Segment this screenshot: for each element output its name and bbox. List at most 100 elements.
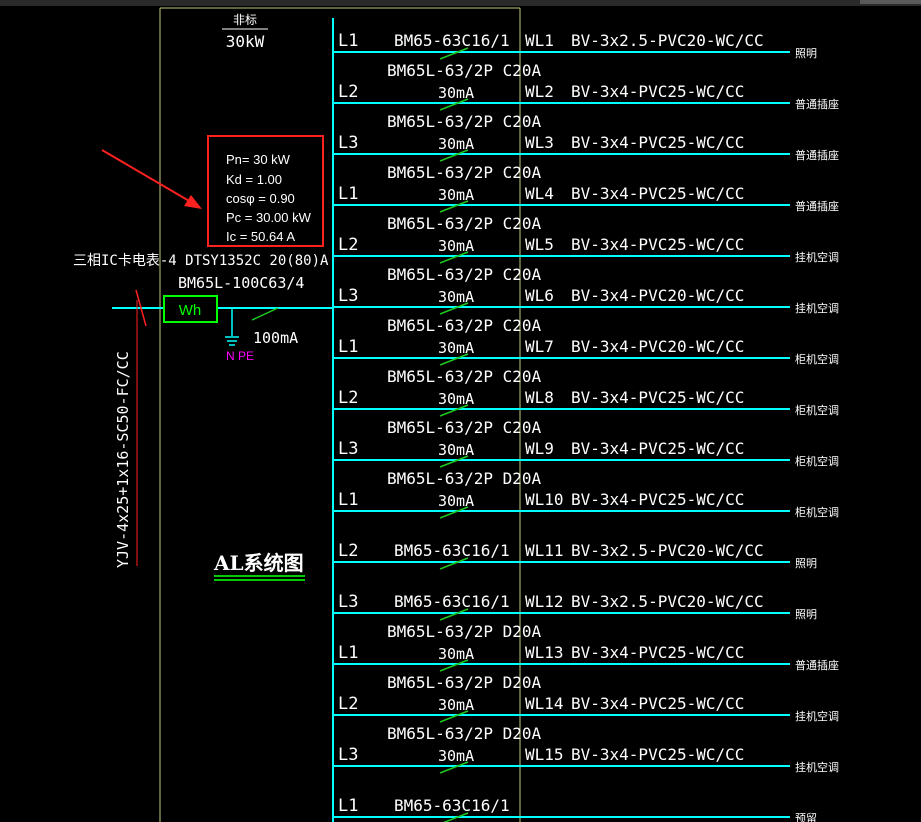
circuit-phase: L1 (338, 796, 358, 816)
circuit-breaker: BM65L-63/2P D20A (387, 724, 541, 743)
circuit-load: 照明 (795, 47, 817, 60)
breaker-contact[interactable] (439, 557, 469, 570)
circuit-rcd: 30mA (438, 84, 474, 102)
circuit-phase: L1 (338, 31, 358, 51)
breaker-contact[interactable] (439, 251, 469, 264)
main-breaker-contact[interactable] (251, 307, 279, 321)
breaker-contact[interactable] (439, 608, 469, 621)
breaker-contact[interactable] (439, 455, 469, 468)
circuit-load: 普通插座 (795, 148, 839, 162)
circuit-id: WL15 (525, 745, 564, 764)
circuit-load: 挂机空调 (795, 709, 839, 723)
breaker-contact[interactable] (439, 98, 469, 111)
header-power: 30kW (226, 32, 265, 51)
circuit-id: WL5 (525, 235, 554, 254)
circuit-rcd: 30mA (438, 645, 474, 663)
circuit-id: WL7 (525, 337, 554, 356)
circuit-breaker: BM65L-63/2P C20A (387, 214, 541, 233)
circuit-id: WL9 (525, 439, 554, 458)
circuit-id: WL3 (525, 133, 554, 152)
circuit-id: WL4 (525, 184, 554, 203)
circuit-cable: BV-3x4-PVC25-WC/CC (571, 388, 744, 407)
circuit-load: 照明 (795, 608, 817, 621)
circuit-phase: L2 (338, 235, 358, 255)
circuit-load: 普通插座 (795, 97, 839, 111)
calc-pc: Pc = 30.00 kW (226, 210, 312, 225)
circuit-cable: BV-3x4-PVC25-WC/CC (571, 184, 744, 203)
breaker-contact[interactable] (439, 710, 469, 723)
calc-ic: Ic = 50.64 A (226, 229, 295, 244)
circuit-load: 照明 (795, 557, 817, 570)
circuit-cable: BV-3x2.5-PVC20-WC/CC (571, 31, 764, 50)
breaker-contact[interactable] (439, 761, 469, 774)
circuit-rcd: 30mA (438, 492, 474, 510)
circuit-phase: L3 (338, 439, 358, 459)
circuit-id: WL8 (525, 388, 554, 407)
circuit-breaker: BM65L-63/2P D20A (387, 469, 541, 488)
calc-cos: cosφ = 0.90 (226, 191, 295, 206)
circuit-rcd: 30mA (438, 186, 474, 204)
breaker-contact[interactable] (439, 353, 469, 366)
circuit-load: 挂机空调 (795, 250, 839, 264)
circuit-breaker: BM65-63C16/1 (394, 796, 510, 815)
circuit-id: WL10 (525, 490, 564, 509)
circuit-load: 柜机空调 (795, 352, 839, 366)
circuit-cable: BV-3x4-PVC25-WC/CC (571, 133, 744, 152)
circuit-load: 柜机空调 (795, 454, 839, 468)
circuit-breaker: BM65L-63/2P C20A (387, 61, 541, 80)
circuit-breaker: BM65L-63/2P D20A (387, 673, 541, 692)
breaker-contact[interactable] (440, 812, 469, 822)
breaker-contact[interactable] (439, 149, 469, 162)
leakage-label: 100mA (253, 329, 298, 347)
annotation-arrow (101, 149, 197, 206)
circuit-cable: BV-3x4-PVC25-WC/CC (571, 490, 744, 509)
viewer-top-bar (0, 0, 921, 6)
circuit-rcd: 30mA (438, 441, 474, 459)
incoming-tick (135, 289, 147, 327)
circuit-breaker: BM65L-63/2P C20A (387, 163, 541, 182)
calc-box (207, 135, 324, 247)
circuit-load: 挂机空调 (795, 760, 839, 774)
breaker-contact[interactable] (439, 404, 469, 417)
circuit-phase: L3 (338, 592, 358, 612)
circuit-breaker: BM65L-63/2P C20A (387, 367, 541, 386)
circuit-load: 普通插座 (795, 199, 839, 213)
circuit-breaker: BM65L-63/2P D20A (387, 622, 541, 641)
circuit-rcd: 30mA (438, 339, 474, 357)
circuit-rcd: 30mA (438, 288, 474, 306)
viewer-top-strip (860, 0, 921, 4)
circuit-id: WL13 (525, 643, 564, 662)
breaker-contact[interactable] (439, 47, 469, 60)
circuit-phase: L3 (338, 133, 358, 153)
circuit-rcd: 30mA (438, 390, 474, 408)
circuit-cable: BV-3x4-PVC25-WC/CC (571, 643, 744, 662)
circuit-cable: BV-3x4-PVC20-WC/CC (571, 286, 744, 305)
energy-meter[interactable] (163, 295, 218, 323)
circuit-breaker: BM65L-63/2P C20A (387, 112, 541, 131)
breaker-contact[interactable] (439, 302, 469, 315)
energy-meter-label: Wh (179, 302, 202, 319)
breaker-contact[interactable] (439, 659, 469, 672)
circuit-cable: BV-3x4-PVC25-WC/CC (571, 745, 744, 764)
circuit-phase: L1 (338, 490, 358, 510)
circuit-breaker: BM65-63C16/1 (394, 541, 510, 560)
diagram-title: AL系统图 (213, 551, 304, 575)
calc-kd: Kd = 1.00 (226, 172, 282, 187)
circuit-cable: BV-3x4-PVC25-WC/CC (571, 235, 744, 254)
breaker-contact[interactable] (439, 506, 469, 519)
circuit-rcd: 30mA (438, 696, 474, 714)
circuit-load: 挂机空调 (795, 301, 839, 315)
breaker-contact[interactable] (439, 200, 469, 213)
circuit-breaker: BM65L-63/2P C20A (387, 418, 541, 437)
circuit-id: WL6 (525, 286, 554, 305)
circuit-load: 预留 (795, 812, 817, 822)
circuit-breaker: BM65-63C16/1 (394, 31, 510, 50)
circuit-phase: L2 (338, 541, 358, 561)
circuit-phase: L1 (338, 184, 358, 204)
meter-spec: 三相IC卡电表-4 DTSY1352C 20(80)A (73, 253, 329, 269)
circuit-phase: L2 (338, 388, 358, 408)
circuit-cable: BV-3x4-PVC25-WC/CC (571, 694, 744, 713)
